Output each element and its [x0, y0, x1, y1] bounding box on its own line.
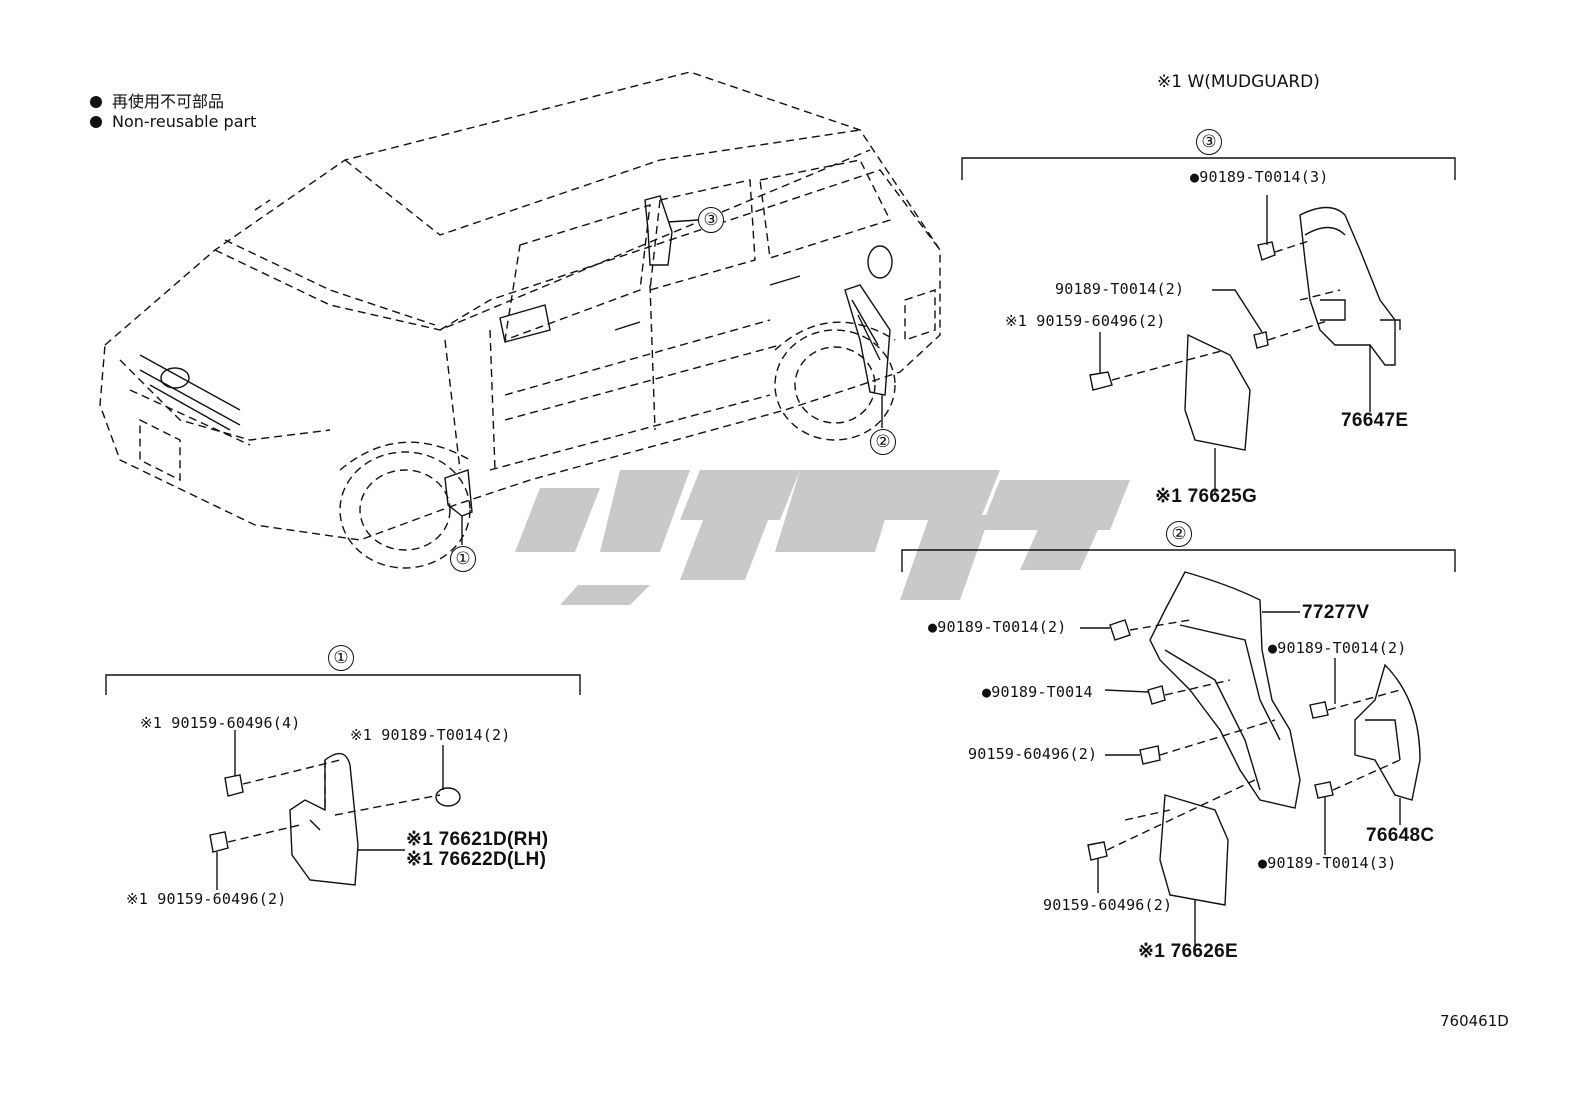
vehicle-door-part — [644, 195, 699, 266]
non-reusable-dot-icon — [90, 116, 102, 128]
non-reusable-dot-icon — [90, 96, 102, 108]
mudguard-note: ※1 W(MUDGUARD) — [1157, 72, 1320, 92]
group-3-number: ③ — [1196, 129, 1222, 155]
vehicle-details — [139, 245, 893, 431]
label-g2-screw-mid: 90159-60496(2) — [968, 745, 1098, 763]
group-2-clips — [1080, 619, 1336, 893]
drawing-number: 760461D — [1440, 1012, 1509, 1030]
label-76621D-rh: ※1 76621D(RH) — [406, 829, 549, 850]
group-1-bracket — [105, 674, 581, 695]
vehicle-callout-2: ② — [870, 429, 896, 455]
label-g3-clip-mid: 90189-T0014(2) — [1055, 280, 1185, 298]
label-g3-screw: ※1 90159-60496(2) — [1005, 312, 1166, 330]
legend-japanese: 再使用不可部品 — [90, 88, 224, 112]
watermark-logo — [515, 470, 1130, 605]
group-2-bracket — [901, 549, 1456, 572]
vehicle-illustration — [99, 71, 941, 541]
group-1-number: ① — [328, 645, 354, 671]
label-76625G: ※1 76625G — [1155, 486, 1258, 507]
vehicle-mudflap-rear — [844, 284, 891, 428]
group-1-clips — [209, 730, 461, 890]
part-76647E-drawing — [1299, 206, 1401, 412]
label-76622D-lh: ※1 76622D(LH) — [406, 849, 547, 870]
label-g1-screw-bottom: ※1 90159-60496(2) — [126, 890, 287, 908]
vehicle-callout-3: ③ — [698, 207, 724, 233]
label-77277V: 77277V — [1302, 602, 1370, 623]
label-76626E: ※1 76626E — [1138, 941, 1238, 962]
label-76647E: 76647E — [1341, 410, 1409, 431]
part-76621D-drawing — [289, 752, 405, 886]
label-g2-clip-right: ●90189-T0014(2) — [1268, 639, 1407, 657]
label-g2-clip-single: ●90189-T0014 — [982, 683, 1093, 701]
label-g2-screw-bottom: 90159-60496(2) — [1043, 896, 1173, 914]
part-77277V-drawing — [1149, 571, 1301, 809]
label-g3-clip-top: ●90189-T0014(3) — [1190, 168, 1329, 186]
label-76648C: 76648C — [1366, 825, 1435, 846]
group-2-guides — [1106, 619, 1401, 851]
part-76625G-drawing — [1184, 333, 1251, 495]
legend-english: Non-reusable part — [90, 112, 256, 131]
label-g2-clip-bottom: ●90189-T0014(3) — [1258, 854, 1397, 872]
group-3-bracket — [961, 157, 1456, 180]
part-76648C-drawing — [1354, 663, 1421, 825]
label-g2-clip-left: ●90189-T0014(2) — [928, 618, 1067, 636]
group-2-number: ② — [1166, 521, 1192, 547]
label-g1-clip: ※1 90189-T0014(2) — [350, 726, 511, 744]
group-3-clips — [1089, 195, 1276, 391]
label-g1-screw-top: ※1 90159-60496(4) — [140, 714, 301, 732]
group-3-guides — [1111, 239, 1341, 381]
part-76626E-drawing — [1159, 794, 1229, 945]
vehicle-callout-1: ① — [450, 546, 476, 572]
vehicle-wheels — [339, 321, 896, 569]
group-1-guides — [227, 759, 441, 843]
vehicle-mudflap-front — [444, 469, 473, 545]
